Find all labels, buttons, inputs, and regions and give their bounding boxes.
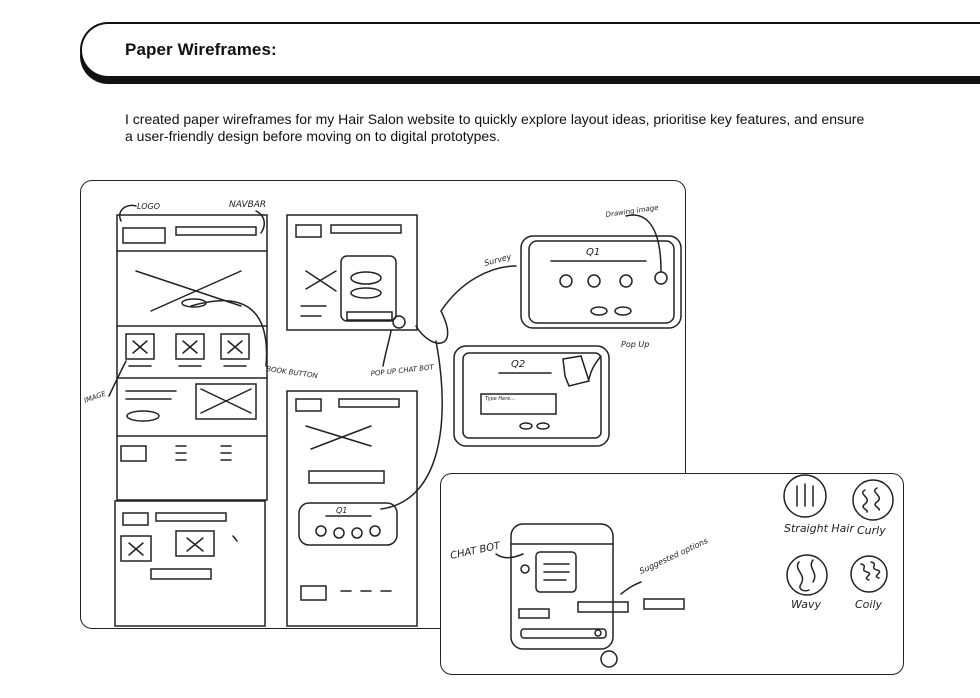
- services-page-wireframe: [114, 500, 266, 627]
- chatbot-popup-wireframe: [286, 214, 418, 331]
- q1-label: Q1: [586, 247, 600, 258]
- book-button-annotation: BOOK BUTTON: [266, 365, 319, 380]
- suggested-options-annotation: Suggested options: [638, 536, 709, 576]
- hair-type-icons: [783, 474, 894, 596]
- logo-annotation: LOGO: [137, 202, 160, 211]
- navbar-annotation: NAVBAR: [229, 200, 266, 210]
- survey-q1-label: Q1: [336, 506, 347, 515]
- intro-paragraph: I created paper wireframes for my Hair S…: [125, 111, 865, 144]
- wireframe-sketch-chatbot: CHAT BOT Suggested options Straight Hair…: [440, 473, 904, 675]
- tablet-q2-wireframe: [453, 345, 610, 447]
- hair-type-wavy: Wavy: [791, 598, 822, 611]
- hair-type-straight: Straight Hair: [784, 522, 855, 535]
- phone-chatbot-wireframe: [495, 523, 685, 668]
- popup-annotation: Pop Up: [621, 340, 649, 349]
- section-header-bar: [80, 22, 980, 78]
- hair-type-coily: Coily: [855, 598, 883, 611]
- home-page-wireframe: [116, 214, 268, 501]
- drawing-image-annotation: Drawing image: [605, 204, 659, 219]
- popup-chatbot-annotation: POP UP CHAT BOT: [370, 363, 434, 378]
- survey-page-wireframe: [286, 390, 418, 627]
- q2-label: Q2: [511, 359, 525, 370]
- wireframe-sketch-main: LOGO NAVBAR IMAGE BOOK BUTTON POP UP CHA…: [80, 180, 686, 629]
- section-title: Paper Wireframes:: [125, 40, 277, 59]
- tablet-q1-wireframe: [520, 235, 682, 329]
- type-here-placeholder: Type Here...: [485, 396, 515, 402]
- chat-bot-annotation: CHAT BOT: [449, 540, 502, 561]
- hair-type-curly: Curly: [857, 524, 886, 537]
- image-annotation: IMAGE: [83, 389, 108, 404]
- survey-annotation: Survey: [483, 252, 512, 268]
